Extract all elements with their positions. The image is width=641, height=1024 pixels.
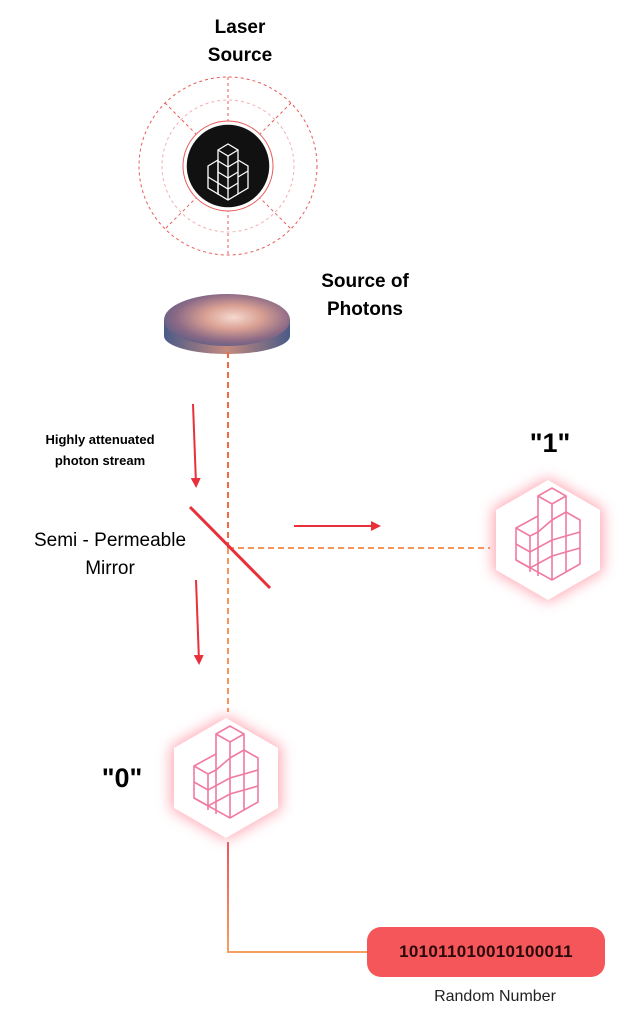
detector-zero-label: "0" bbox=[101, 763, 143, 793]
wire-detector-zero bbox=[227, 842, 370, 953]
detector-one-label: "1" bbox=[529, 428, 571, 458]
mirror-label: Semi - Permeable Mirror bbox=[33, 530, 187, 579]
photon-source-label: Source of Photons bbox=[321, 271, 409, 320]
random-number-value: 101011010010100011 bbox=[399, 942, 573, 961]
photon-disc-icon bbox=[164, 294, 290, 354]
arrow-down-icon bbox=[190, 403, 201, 488]
attenuated-stream-label: Highly attenuated photon stream bbox=[45, 432, 155, 468]
laser-source-label: Laser Source bbox=[207, 17, 273, 66]
cube-lattice-detector-icon bbox=[171, 716, 281, 840]
semi-permeable-mirror bbox=[188, 505, 272, 590]
laser-emitter-icon bbox=[138, 76, 318, 256]
arrow-down-icon bbox=[193, 579, 204, 665]
cube-lattice-detector-icon bbox=[493, 478, 603, 602]
random-number-caption: Random Number bbox=[434, 988, 556, 1005]
random-number-badge: 101011010010100011 bbox=[367, 927, 605, 977]
